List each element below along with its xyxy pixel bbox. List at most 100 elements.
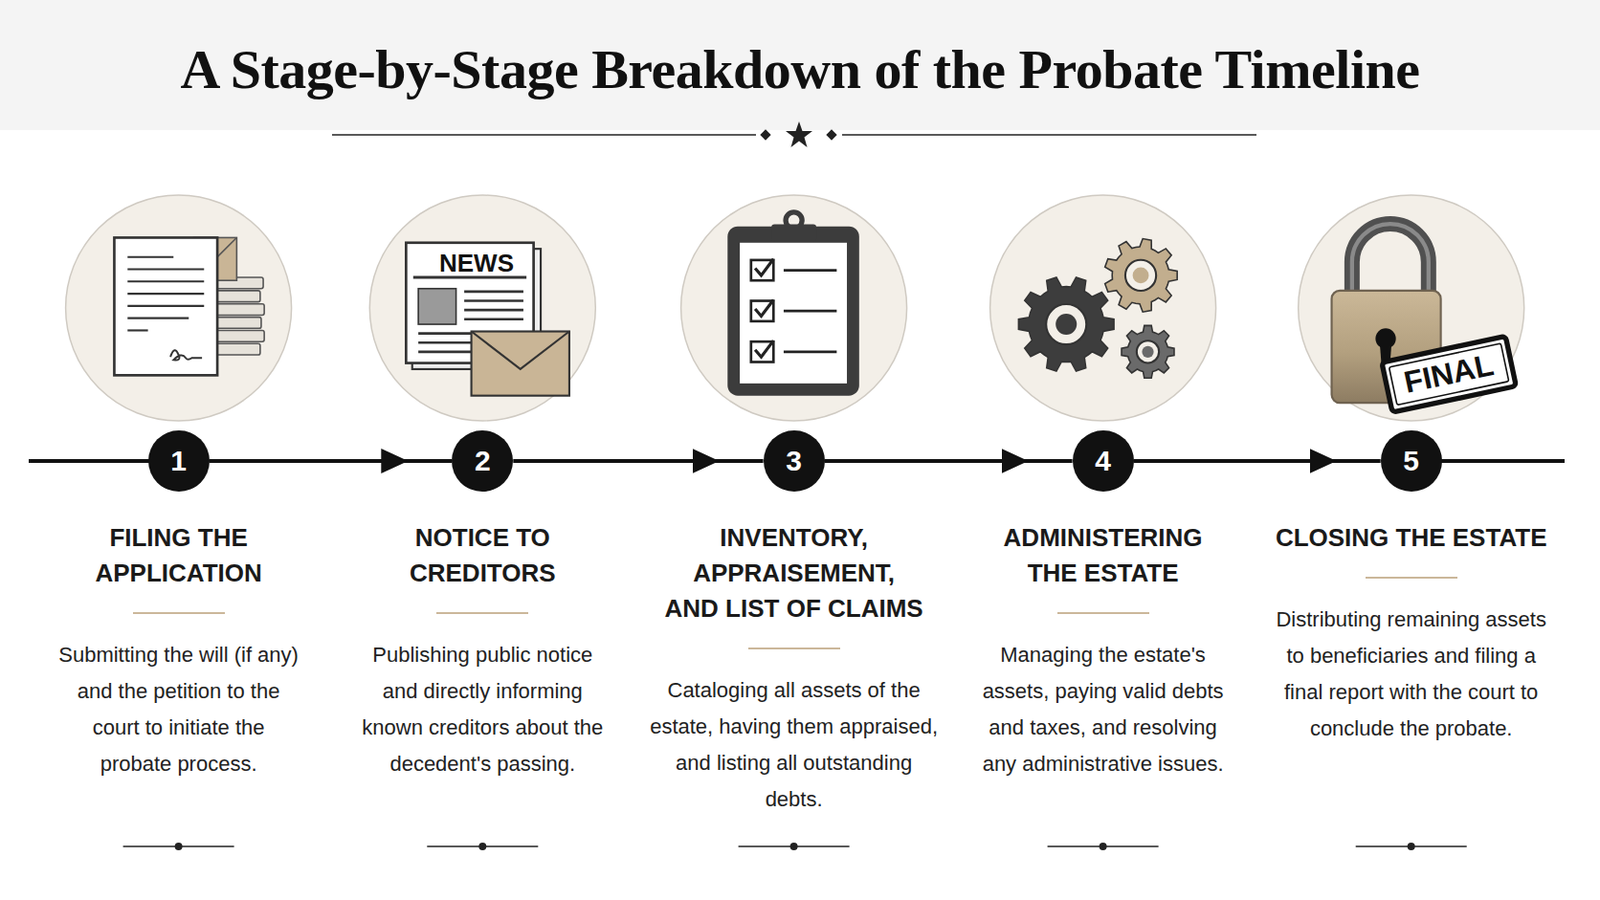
step-circle: 5CLOSING THE ESTATEDistributing remainin…	[1380, 430, 1443, 492]
step-number: 5	[1380, 430, 1443, 492]
envelope	[471, 332, 570, 397]
gear-hub	[1141, 346, 1154, 358]
ornament-diamond	[825, 129, 837, 140]
ornament-diamond	[759, 129, 771, 140]
heading-divider	[133, 612, 225, 615]
step-description: Distributing remaining assets to benefic…	[1273, 601, 1550, 748]
signature	[170, 350, 202, 360]
envelope-flap	[471, 332, 570, 370]
step-text: NOTICE TO CREDITORS Publishing public not…	[319, 520, 645, 783]
text-line	[464, 299, 524, 303]
text-line	[127, 305, 204, 308]
text-line	[464, 290, 524, 294]
clipboard-paper	[739, 243, 847, 384]
shackle-highlight	[1352, 223, 1429, 291]
checkmark	[755, 340, 774, 357]
gear-teeth	[1121, 325, 1175, 378]
step-heading: CLOSING THE ESTATE	[1275, 520, 1548, 556]
step-text: ADMINISTERING THE ESTATEManaging the est…	[940, 520, 1267, 783]
gear-teeth	[1105, 239, 1178, 313]
clipboard-board	[727, 226, 860, 397]
gear-hole	[1136, 340, 1159, 363]
paper-sheet	[213, 304, 265, 316]
ornament-dot	[1099, 843, 1108, 851]
heading-divider	[1057, 612, 1150, 615]
text-line	[127, 256, 174, 259]
gear	[1105, 239, 1178, 313]
step-text: FILING THE APPLICATION Submitting the wil…	[16, 520, 342, 783]
title: A Stage-by-Stage Breakdown of the Probat…	[0, 36, 1600, 104]
heading-divider	[436, 612, 529, 615]
timeline-arrow	[512, 459, 763, 464]
gear-teeth	[1018, 277, 1114, 372]
timeline-line	[1440, 459, 1565, 464]
footer-ornaments	[123, 843, 1467, 851]
stamp-inner-border	[1389, 343, 1510, 405]
document-page	[113, 237, 218, 376]
step-description: Submitting the will (if any) and the pet…	[55, 637, 303, 783]
ornament-dot	[790, 843, 799, 851]
step-number: 2	[451, 430, 513, 492]
list-line	[783, 310, 837, 313]
ornament-star	[785, 121, 813, 148]
stamp-border	[1381, 335, 1516, 413]
icon-circle	[990, 195, 1217, 422]
checklist	[751, 259, 838, 363]
gears-icon	[1018, 239, 1178, 379]
news-photo	[418, 288, 456, 325]
step-description: Managing the estate's assets, paying val…	[976, 637, 1230, 783]
text-line	[464, 309, 524, 312]
timeline-arrow	[824, 459, 1073, 464]
stamp-label: FINAL	[1400, 347, 1497, 401]
text-line	[127, 329, 148, 332]
step-heading: FILING THE APPLICATION	[43, 520, 315, 592]
heading-divider	[748, 647, 841, 650]
step-number: 3	[763, 430, 825, 492]
ornament-dot	[1407, 843, 1416, 851]
document-icon	[113, 237, 265, 376]
icon-circle	[66, 195, 292, 422]
step-description: Cataloging all assets of the estate, hav…	[647, 672, 940, 819]
paper-sheet	[213, 330, 265, 342]
padlock-shackle	[1352, 223, 1429, 291]
clip	[771, 224, 817, 243]
ornament-dot	[478, 843, 487, 851]
newspaper-icon	[405, 243, 570, 397]
gear	[1018, 277, 1114, 372]
step-text: CLOSING THE ESTATE Distributing remaining…	[1248, 520, 1575, 748]
text-line	[464, 317, 524, 321]
step-number: 4	[1072, 430, 1134, 492]
gear	[1121, 325, 1175, 378]
step-description: Publishing public notice and directly in…	[356, 637, 608, 783]
list-line	[783, 351, 837, 355]
icon-circle	[369, 195, 596, 422]
gear-hole	[1125, 260, 1156, 291]
step-circle: 2NOTICE TO CREDITORSPublishing public no…	[451, 430, 513, 492]
icon-circle	[1298, 195, 1525, 422]
step-circle: 1FILING THE APPLICATIONSubmitting the wi…	[148, 430, 210, 492]
gear-hub	[1055, 313, 1077, 335]
text-line	[127, 267, 204, 270]
timeline-arrow	[209, 459, 453, 464]
timeline-line	[28, 459, 150, 464]
title-ornament	[332, 121, 1257, 148]
gear-hub	[1133, 266, 1150, 284]
text-line	[127, 292, 204, 295]
step-text: INVENTORY, APPRAISEMENT, AND LIST OF CLA…	[631, 520, 957, 819]
step-heading: NOTICE TO CREDITORS	[346, 520, 619, 592]
step-heading: INVENTORY, APPRAISEMENT, AND LIST OF CLA…	[658, 520, 931, 627]
newspaper-masthead: NEWS	[439, 248, 514, 279]
icon-circles	[66, 195, 1525, 422]
checkmark	[755, 259, 774, 276]
ornament-line	[842, 133, 1257, 136]
checkmark	[755, 299, 774, 316]
timeline-arrow	[1133, 459, 1381, 464]
text-line	[127, 317, 189, 320]
ornament-line	[332, 133, 756, 136]
final-stamp	[1381, 335, 1516, 413]
step-circle: 3INVENTORY, APPRAISEMENT, AND LIST OF CL…	[763, 430, 825, 492]
padlock-icon	[1332, 223, 1517, 413]
ornament-dot	[175, 843, 183, 851]
icon-circle	[681, 195, 908, 422]
